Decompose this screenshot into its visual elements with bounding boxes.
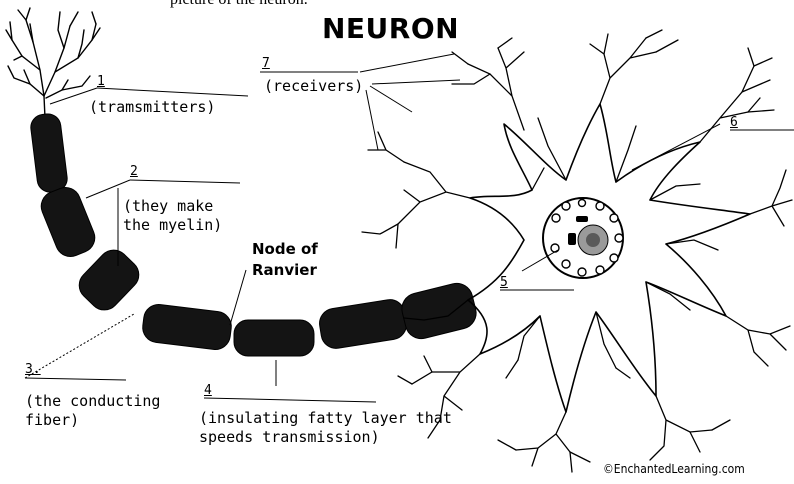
myelin-segment — [141, 303, 233, 351]
label-3-number: 3. — [25, 362, 41, 377]
label-5-number: 5 — [500, 275, 508, 290]
nucleus — [543, 198, 623, 278]
label-7-hint: (receivers) — [264, 77, 363, 96]
myelin-sheath — [29, 112, 479, 356]
cut-instruction-text: picture of the neuron. — [170, 0, 308, 9]
myelin-segment — [37, 183, 100, 261]
node-of-ranvier-label: Node of Ranvier — [252, 239, 318, 281]
myelin-segment — [29, 112, 68, 193]
label-2-hint: (they make the myelin) — [123, 197, 222, 235]
label-1-number: 1 — [97, 74, 105, 89]
label-4-hint: (insulating fatty layer that speeds tran… — [199, 409, 452, 447]
diagram-title: NEURON — [322, 12, 459, 45]
label-3-hint: (the conducting fiber) — [25, 392, 160, 430]
label-6-number: 6 — [730, 115, 738, 130]
copyright-notice: ©EnchantedLearning.com — [603, 462, 745, 476]
myelin-segment — [234, 320, 314, 356]
myelin-segment — [317, 298, 408, 351]
axon-terminals — [6, 8, 100, 118]
label-1-hint: (tramsmitters) — [89, 98, 215, 117]
label-4-number: 4 — [204, 383, 212, 398]
myelin-segment — [73, 244, 145, 316]
label-7-number: 7 — [262, 56, 270, 71]
label-2-number: 2 — [130, 164, 138, 179]
myelin-segment — [399, 280, 480, 342]
